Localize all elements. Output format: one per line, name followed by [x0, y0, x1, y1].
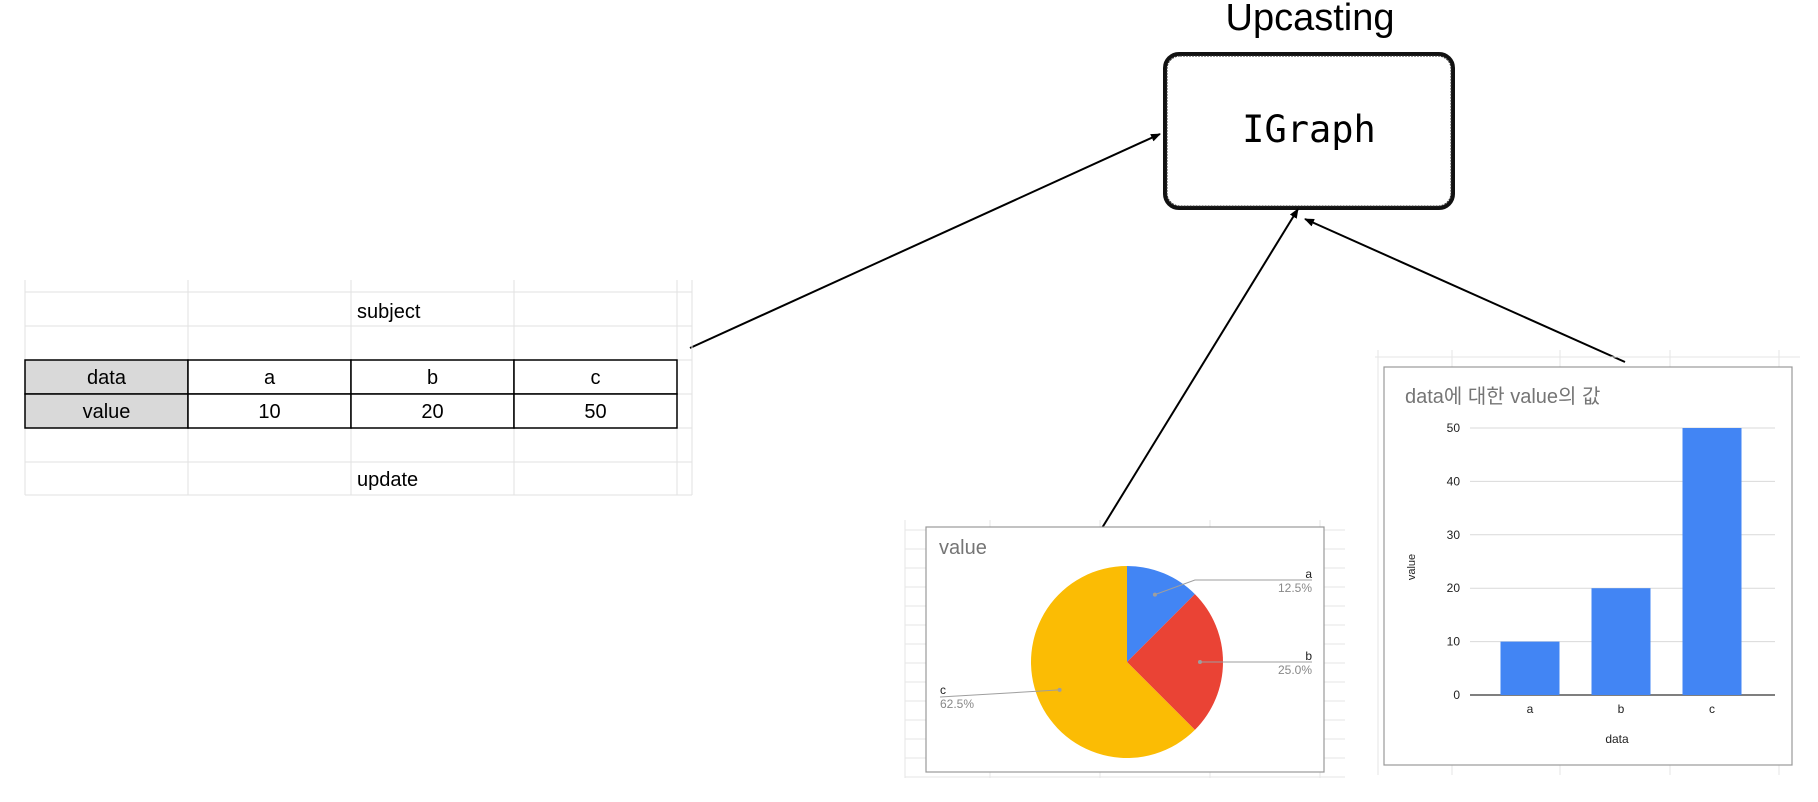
bar-a	[1500, 641, 1560, 695]
bar-chart-xlabel: data	[1605, 732, 1629, 746]
arrow-pie-to-igraph	[1101, 208, 1299, 529]
pie-label-b: b	[1305, 649, 1312, 663]
arrow-bar-to-igraph	[1304, 218, 1626, 363]
bar-xtick-label: c	[1709, 702, 1715, 716]
diagram-title: Upcasting	[1226, 0, 1395, 39]
pie-label-c: c	[940, 683, 946, 697]
table-cell	[187, 393, 352, 429]
table-cell-text: data	[87, 367, 127, 389]
igraph-box: IGraph	[1163, 52, 1455, 210]
pie-chart-title: value	[939, 537, 987, 559]
pie-leader-line	[939, 689, 1060, 698]
pie-label-a: a	[1305, 567, 1312, 581]
pie-chart-panel: value a12.5% b25.0% c62.5%	[904, 520, 1345, 778]
bar-ytick-label: 10	[1447, 635, 1461, 649]
bar-xtick-label: a	[1527, 702, 1534, 716]
bar-chart-ylabel: value	[1406, 554, 1418, 580]
table-cell	[350, 393, 515, 429]
bar-chart-panel: data에 대한 value의 값 0 10 20 30 40 50 a b c value d…	[1375, 350, 1800, 775]
igraph-label: IGraph	[1242, 108, 1376, 151]
bar-b	[1591, 588, 1651, 695]
bar-ytick-label: 20	[1447, 581, 1461, 595]
table-cell-text: a	[264, 367, 276, 389]
bar-chart: 0 10 20 30 40 50 a b c	[1447, 421, 1775, 716]
pie-percent-a: 12.5%	[1278, 581, 1312, 595]
pie-slice-c	[1030, 566, 1195, 758]
update-label: update	[357, 469, 418, 491]
bar-ytick-label: 40	[1447, 474, 1461, 488]
table-cell-text: b	[427, 367, 438, 389]
table-cell	[350, 359, 515, 395]
table-cell-text: c	[591, 367, 601, 389]
spreadsheet: subject data a b c value 10 20 50 update	[24, 280, 693, 496]
subject-label: subject	[357, 301, 421, 323]
table-cell-text: 20	[421, 401, 443, 423]
pie-percent-c: 62.5%	[940, 697, 974, 711]
table-cell	[24, 359, 189, 395]
table-cell	[513, 393, 678, 429]
table-cell-text: value	[83, 401, 131, 423]
bar-ytick-label: 50	[1447, 421, 1461, 435]
table-cell	[513, 359, 678, 395]
bar-chart-title: data에 대한 value의 값	[1405, 385, 1600, 408]
bar-xtick-label: b	[1618, 702, 1625, 716]
pie-slice-a	[1127, 566, 1195, 662]
bar-c	[1682, 428, 1742, 695]
pie-slice-b	[1127, 594, 1223, 730]
table-cell-text: 10	[258, 401, 280, 423]
data-table: data a b c value 10 20 50	[24, 359, 678, 429]
table-cell-text: 50	[584, 401, 606, 423]
pie-leader-line	[1154, 579, 1312, 596]
arrow-sheet-to-igraph	[689, 133, 1161, 349]
bar-ytick-label: 0	[1453, 688, 1460, 702]
pie-percent-b: 25.0%	[1278, 663, 1312, 677]
bar-ytick-label: 30	[1447, 528, 1461, 542]
pie-chart: a12.5% b25.0% c62.5%	[939, 566, 1312, 758]
